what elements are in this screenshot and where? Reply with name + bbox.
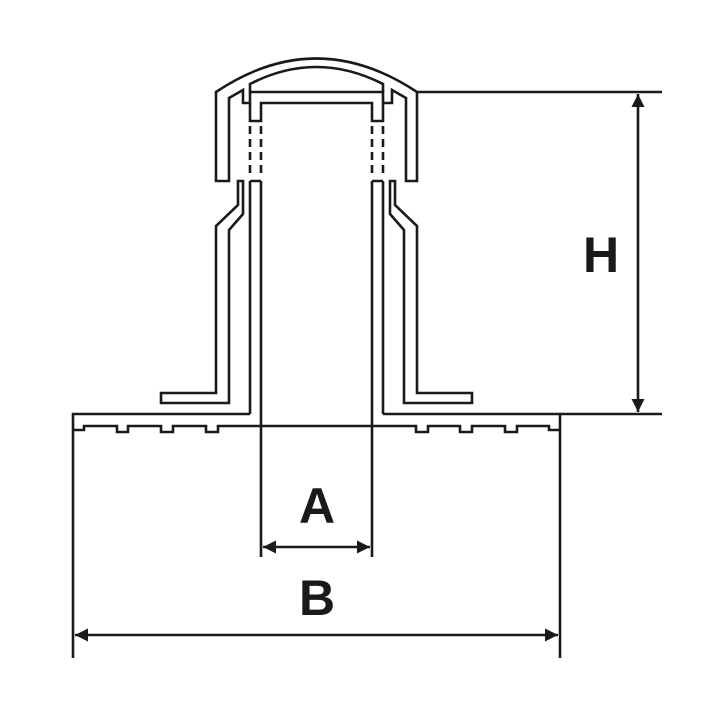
dimension-lines (75, 90, 662, 642)
dimension-label-a: A (298, 478, 336, 534)
dimension-label-h: H (582, 227, 620, 283)
cap (214, 57, 419, 183)
flashing-sleeve (159, 179, 474, 405)
dimension-label-b: B (298, 570, 336, 626)
pipe (248, 101, 385, 426)
